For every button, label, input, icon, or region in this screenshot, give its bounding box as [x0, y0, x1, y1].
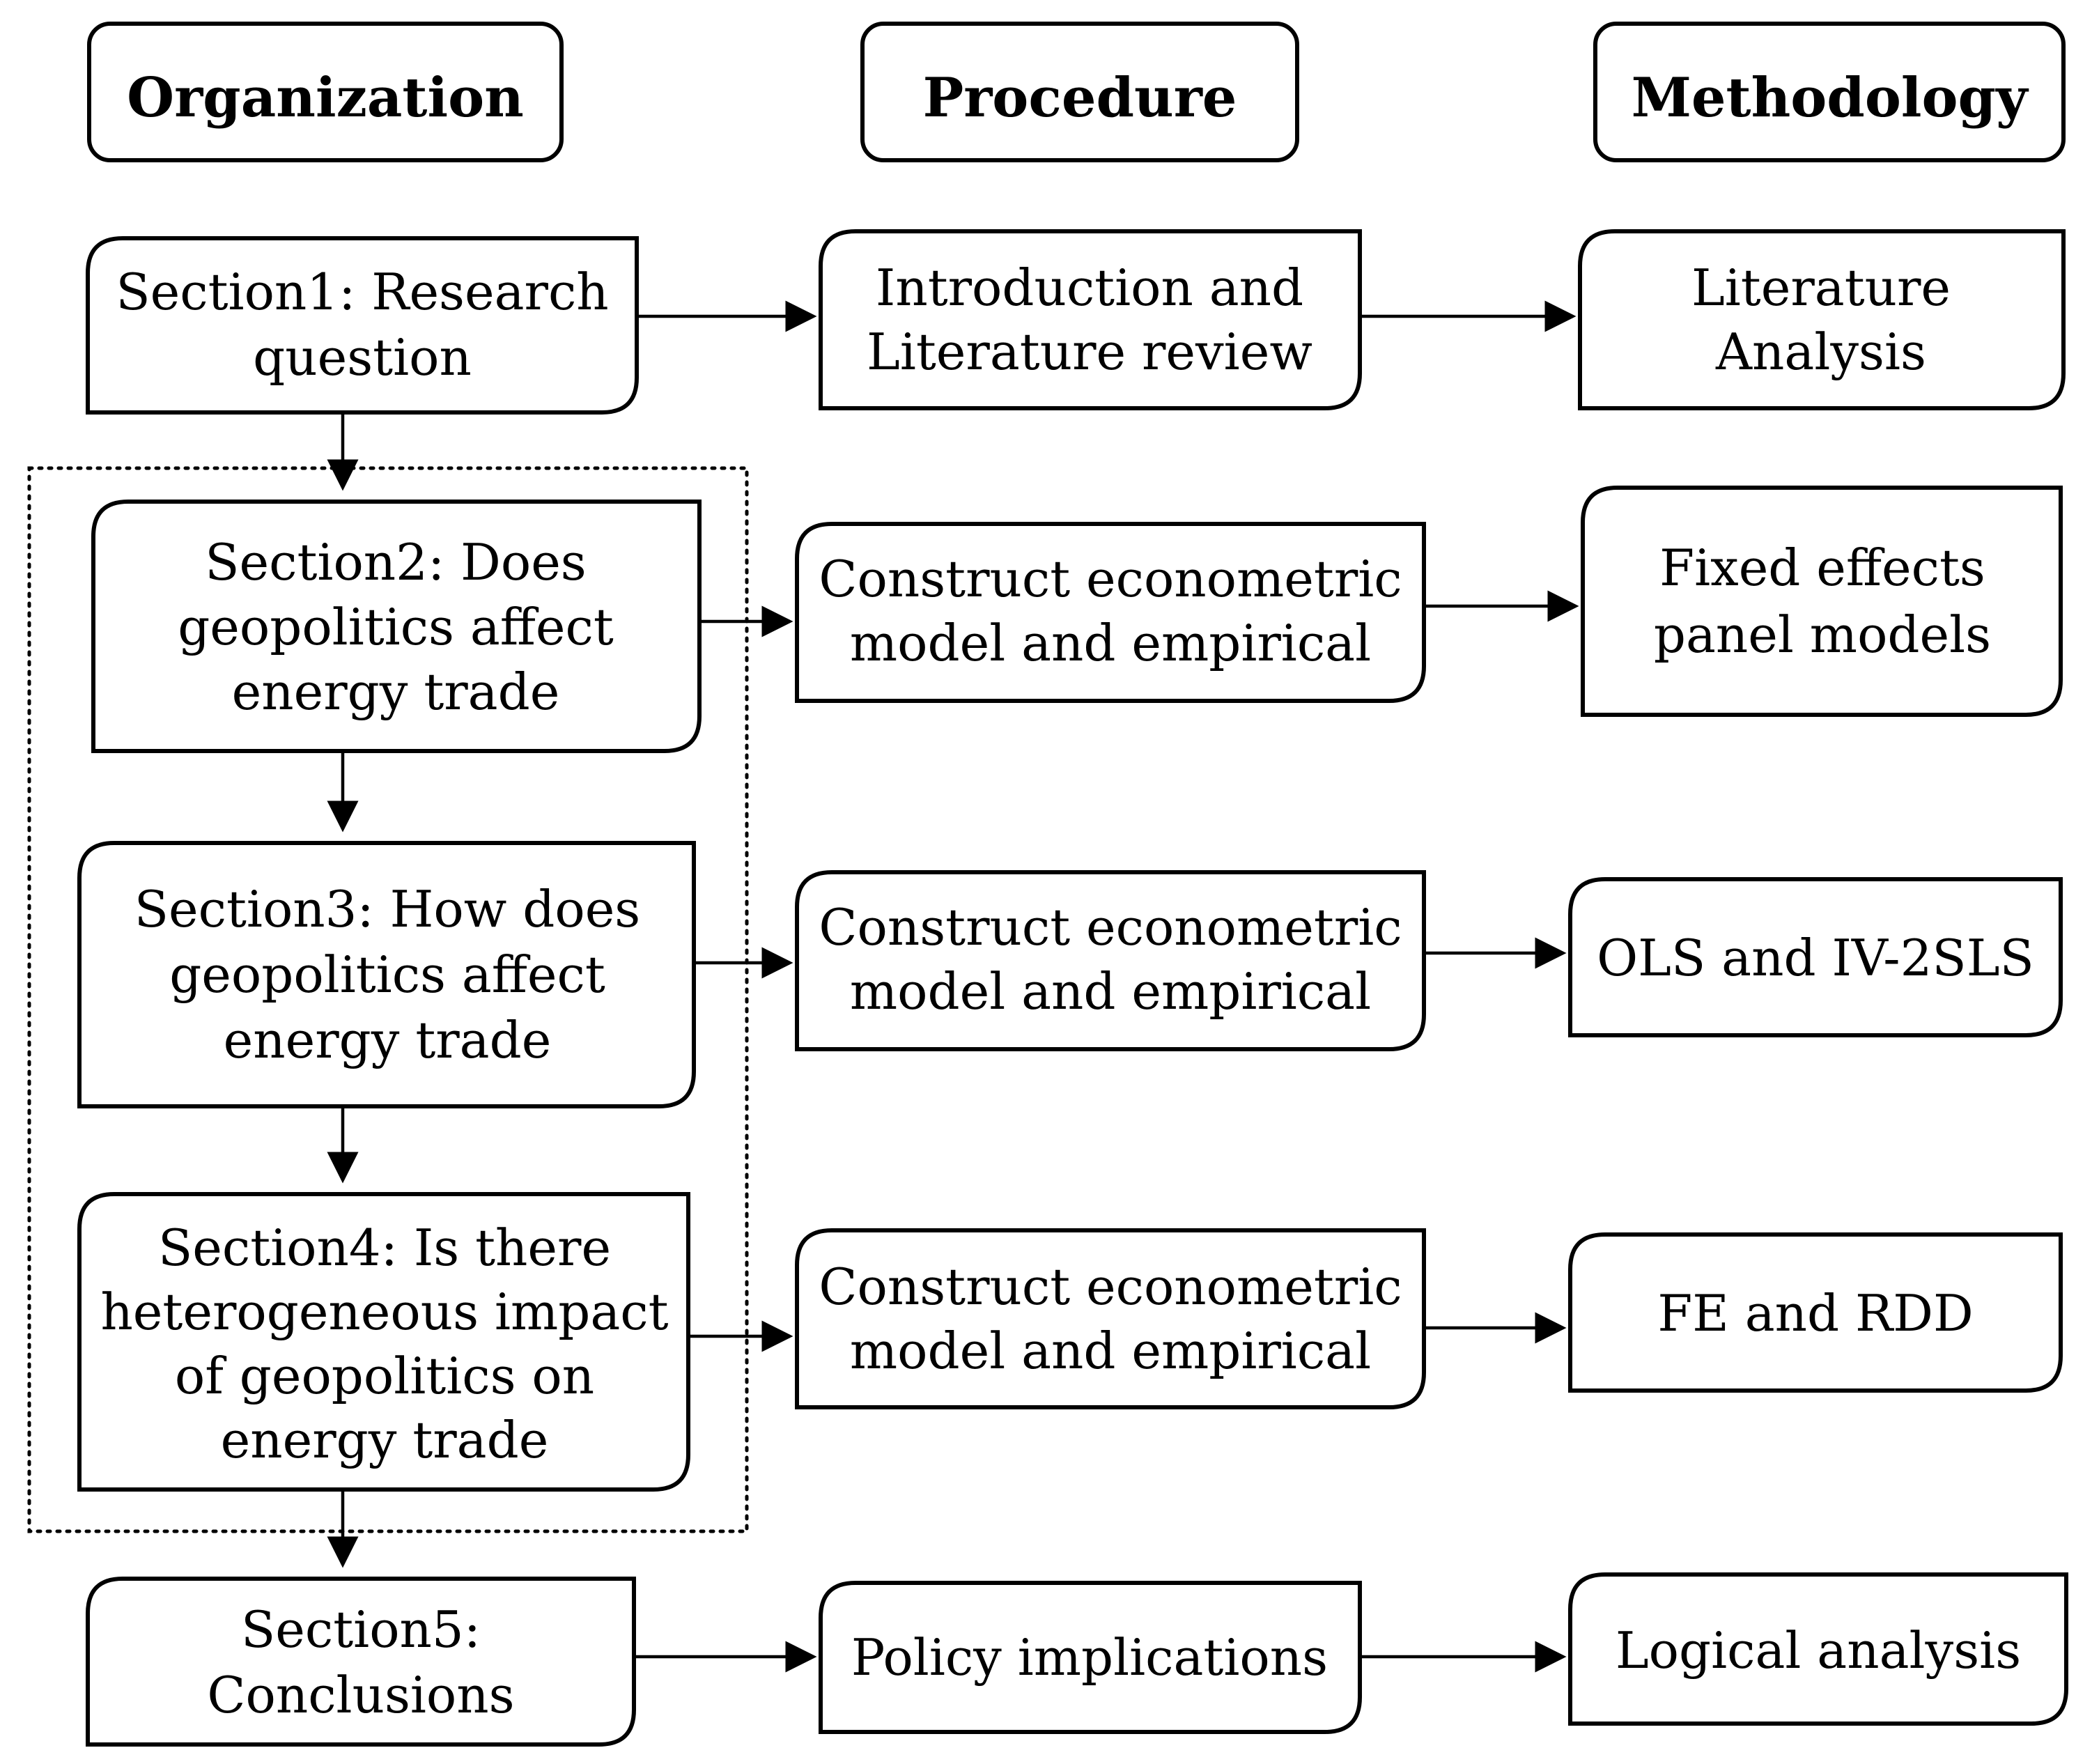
section3-box: Section3: How does geopolitics affect en… — [77, 841, 696, 1108]
section2-line3: energy trade — [232, 663, 560, 721]
procedure-5-line1: Policy implications — [851, 1628, 1328, 1687]
procedure-4-line1: Construct econometric — [819, 1258, 1402, 1316]
procedure-1-line1: Introduction and — [876, 258, 1303, 317]
procedure-2-line2: model and empirical — [850, 614, 1371, 672]
section1-line1: Section1: Research — [116, 263, 608, 321]
methodology-box-3: OLS and IV-2SLS — [1568, 877, 2063, 1037]
methodology-4-line1: FE and RDD — [1657, 1284, 1973, 1343]
section1-line2: question — [253, 328, 472, 387]
procedure-3-line1: Construct econometric — [819, 898, 1402, 957]
methodology-box-4: FE and RDD — [1568, 1232, 2063, 1393]
header-organization-label: Organization — [127, 66, 524, 130]
methodology-5-line1: Logical analysis — [1616, 1621, 2021, 1680]
methodology-box-1: Literature Analysis — [1578, 229, 2066, 410]
section5-box: Section5: Conclusions — [86, 1577, 636, 1747]
methodology-box-2: Fixed effects panel models — [1581, 486, 2063, 717]
methodology-1-line2: Analysis — [1715, 323, 1926, 381]
procedure-4-line2: model and empirical — [850, 1322, 1371, 1380]
header-procedure-label: Procedure — [923, 66, 1237, 130]
empirical-sections-frame — [27, 466, 749, 1533]
header-organization: Organization — [87, 22, 564, 162]
section2-box: Section2: Does geopolitics affect energy… — [91, 500, 702, 753]
procedure-box-4: Construct econometric model and empirica… — [795, 1228, 1426, 1409]
procedure-box-5: Policy implications — [819, 1581, 1362, 1734]
section5-line2: Conclusions — [207, 1666, 514, 1724]
section4-line2: heterogeneous impact — [100, 1283, 668, 1341]
section2-line2: geopolitics affect — [178, 598, 614, 656]
section3-line1: Section3: How does — [134, 880, 641, 938]
methodology-2-line2: panel models — [1654, 605, 1991, 664]
section2-line1: Section2: Does — [205, 533, 587, 591]
methodology-2-line1: Fixed effects — [1659, 539, 1985, 597]
section4-box: Section4: Is there heterogeneous impact … — [77, 1192, 690, 1492]
section5-line1: Section5: — [241, 1600, 481, 1659]
header-procedure: Procedure — [860, 22, 1299, 162]
header-methodology: Methodology — [1593, 22, 2066, 162]
section1-box: Section1: Research question — [86, 236, 639, 415]
procedure-box-2: Construct econometric model and empirica… — [795, 522, 1426, 703]
methodology-1-line1: Literature — [1691, 258, 1951, 317]
procedure-1-line2: Literature review — [867, 323, 1312, 381]
section3-line2: geopolitics affect — [169, 945, 605, 1004]
procedure-box-1: Introduction and Literature review — [819, 229, 1362, 410]
section4-line4: energy trade — [221, 1411, 549, 1469]
section4-line1: Section4: Is there — [158, 1218, 611, 1277]
procedure-box-3: Construct econometric model and empirica… — [795, 870, 1426, 1051]
procedure-2-line1: Construct econometric — [819, 550, 1402, 608]
procedure-3-line2: model and empirical — [850, 962, 1371, 1021]
section4-line3: of geopolitics on — [175, 1347, 594, 1405]
header-methodology-label: Methodology — [1632, 66, 2029, 130]
section3-line3: energy trade — [224, 1011, 552, 1069]
methodology-box-5: Logical analysis — [1568, 1572, 2068, 1726]
methodology-3-line1: OLS and IV-2SLS — [1597, 929, 2034, 987]
